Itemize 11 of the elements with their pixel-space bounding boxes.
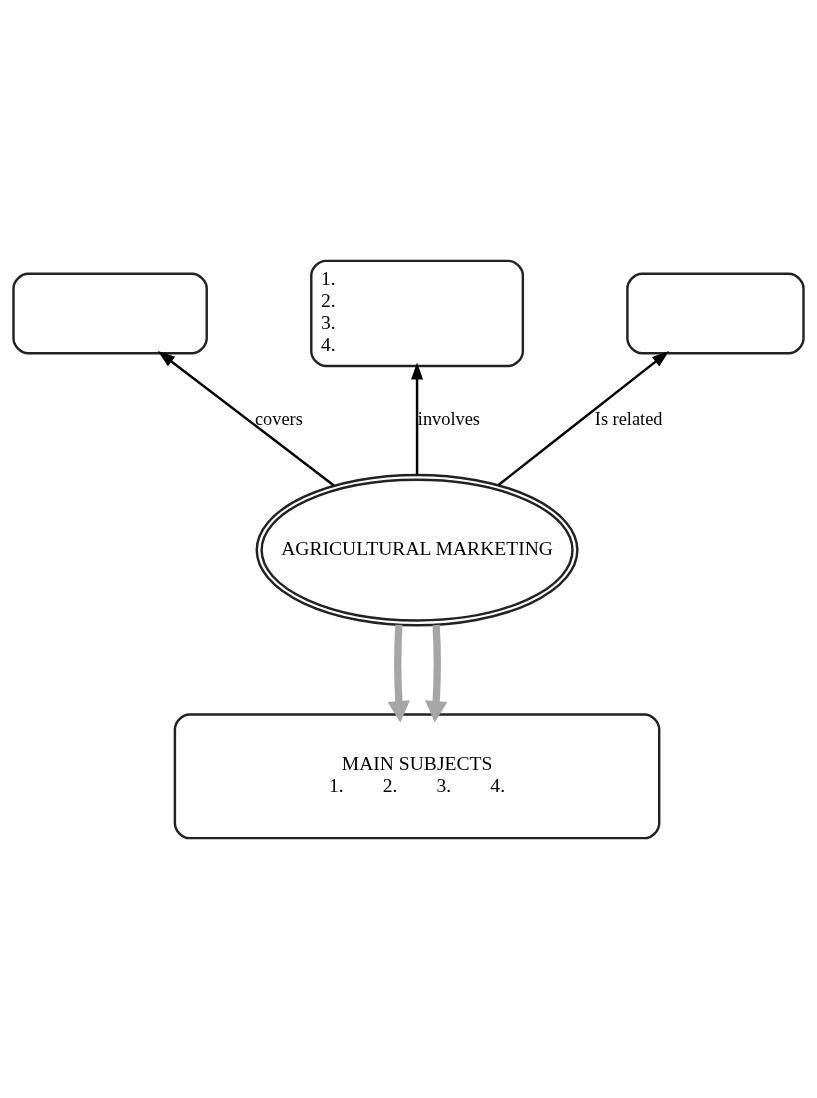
node-box: 1. 2. 3. 4. (310, 259, 525, 367)
node-ellipse: AGRICULTURAL MARKETING (255, 473, 579, 627)
edge-label: involves (417, 408, 480, 429)
arrow (411, 361, 424, 474)
node-box (626, 272, 805, 354)
node-box: MAIN SUBJECTS 1. 2. 3. 4. (173, 712, 661, 839)
edge-label: covers (254, 408, 303, 429)
node-box (12, 272, 208, 354)
edge-label: Is related (594, 408, 663, 429)
arrow (497, 350, 670, 486)
arrow (157, 350, 335, 486)
